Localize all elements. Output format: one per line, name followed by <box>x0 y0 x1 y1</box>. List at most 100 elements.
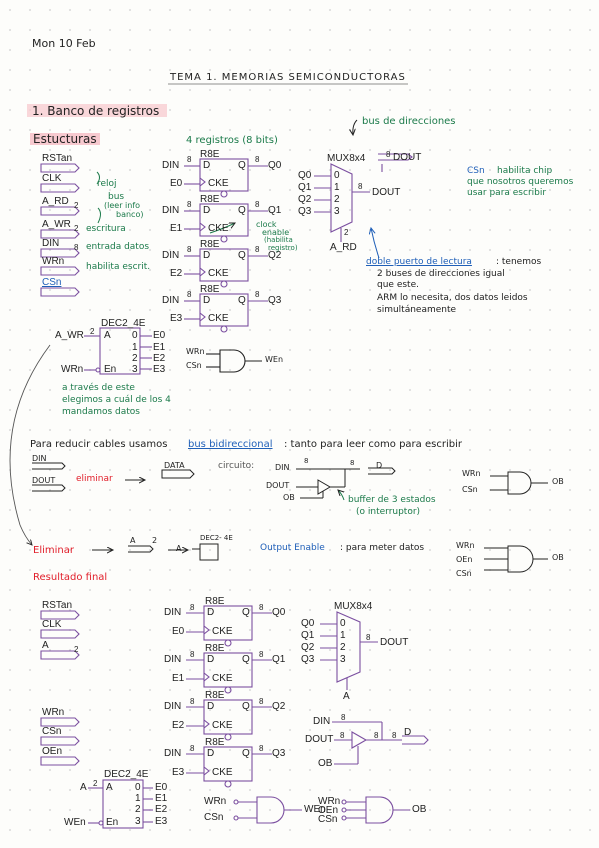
dec-out1: E1 <box>153 342 166 353</box>
freg0-name: R8E <box>205 596 225 607</box>
buffer-note-1: buffer de 3 estados <box>348 495 436 505</box>
note-enable3: registro) <box>268 244 298 252</box>
fdec-out3: E3 <box>155 816 168 827</box>
gates-final <box>233 796 410 824</box>
read-port-label: doble puerto de lectura <box>366 257 472 267</box>
freg1-q: Q <box>242 654 250 665</box>
reg1-out: Q1 <box>268 205 282 216</box>
fg1-in2: CSn <box>204 812 224 823</box>
width-a-wr: 2 <box>74 224 79 233</box>
reg0-cke: CKE <box>208 178 229 189</box>
fmux-w-out: 8 <box>366 633 371 642</box>
fbuf-dout: DOUT <box>305 734 334 745</box>
mux-dout-top: DOUT <box>393 152 422 163</box>
signal-a-wr: A_WR <box>42 219 71 230</box>
decoder-final <box>88 779 153 829</box>
dec-note-3: mandamos datos <box>62 407 140 417</box>
reg1-name: R8E <box>200 194 220 205</box>
fmux-dout: DOUT <box>380 637 409 648</box>
reg0-name: R8E <box>200 149 220 160</box>
reg0-w-out: 8 <box>255 155 260 164</box>
eliminar-label: Eliminar <box>33 545 74 556</box>
fbuf-ob: OB <box>318 758 333 769</box>
note-enable2: (habilita <box>264 236 293 244</box>
note-habilita: habilita escrit. <box>86 262 151 272</box>
mux-port1: 1 <box>334 182 340 193</box>
dec-w: 2 <box>90 327 95 336</box>
bus-c-din: DIN <box>275 463 290 472</box>
fbuf-w3: 8 <box>374 731 379 740</box>
bus-din: DIN <box>32 454 47 463</box>
reg2-din: DIN <box>162 250 180 261</box>
final-wrn: WRn <box>42 707 65 718</box>
freg3-din: DIN <box>164 748 182 759</box>
dec-en-port: En <box>104 364 117 375</box>
estructuras-heading: Estucturas <box>30 133 100 145</box>
width-din: 8 <box>74 243 79 252</box>
mux-w-out: 8 <box>358 182 363 191</box>
bus-c-w2: 8 <box>350 459 355 467</box>
fbuf-w2: 8 <box>340 731 345 740</box>
fmux-sel: A <box>343 691 350 702</box>
oe-text: : para meter datos <box>340 543 425 553</box>
fdec-port0: 0 <box>135 782 141 793</box>
signal-wrn: WRn <box>42 256 65 267</box>
final-a-w: 2 <box>74 645 79 654</box>
freg3-en: E3 <box>172 767 185 778</box>
reg3-d: D <box>203 295 211 306</box>
fg1-in1: WRn <box>204 796 227 807</box>
bus-text-1: Para reducir cables usamos <box>30 439 168 450</box>
freg1-out: Q1 <box>272 654 286 665</box>
freg3-d: D <box>207 748 215 759</box>
fg2-out: OB <box>412 804 427 815</box>
reg0-out: Q0 <box>268 160 282 171</box>
buffer-note-2: (o interruptor) <box>356 507 421 517</box>
fdec-a-port: A <box>106 782 113 793</box>
freg0-din: DIN <box>164 607 182 618</box>
mux-port3: 3 <box>334 206 340 217</box>
signal-din: DIN <box>42 238 60 249</box>
freg0-en: E0 <box>172 626 185 637</box>
register-bank-top <box>184 158 268 333</box>
freg3-w-in: 8 <box>190 744 195 753</box>
final-heading: Resultado final <box>33 572 108 583</box>
reg2-w-out: 8 <box>255 245 260 254</box>
fg2-in2: OEn <box>318 805 339 816</box>
freg1-w-in: 8 <box>190 650 195 659</box>
fbuf-w1: 8 <box>341 713 346 722</box>
reg3-cke: CKE <box>208 313 229 324</box>
reg1-q: Q <box>238 205 246 216</box>
reg0-w-in: 8 <box>187 155 192 164</box>
fdec-out2: E2 <box>155 804 168 815</box>
freg0-w-out: 8 <box>259 603 264 612</box>
dec-note-1: a través de este <box>62 383 135 393</box>
mux-in1: Q1 <box>298 182 312 193</box>
bus-g-csn: CSn <box>462 485 478 494</box>
mux-in2: Q2 <box>298 194 312 205</box>
note-escritura: escritura <box>86 224 126 234</box>
fmux-in2: Q2 <box>301 642 315 653</box>
dec-port3: 3 <box>132 364 138 375</box>
dec-port0: 0 <box>132 330 138 341</box>
signal-a-rd: A_RD <box>42 196 69 207</box>
elim-g-ob: OB <box>552 553 564 562</box>
read-port-4: ARM lo necesita, dos datos leidos <box>377 293 528 303</box>
freg3-w-out: 8 <box>259 744 264 753</box>
freg2-name: R8E <box>205 690 225 701</box>
reg2-out: Q2 <box>268 250 282 261</box>
dec-out3: E3 <box>153 364 166 375</box>
bus-sketch <box>32 462 548 499</box>
reg0-d: D <box>203 160 211 171</box>
reg3-out: Q3 <box>268 295 282 306</box>
reg1-din: DIN <box>162 205 180 216</box>
reg1-w-out: 8 <box>255 200 260 209</box>
reg1-d: D <box>203 205 211 216</box>
note-bus: bus <box>108 192 125 202</box>
fdec-name: DEC2_4E <box>104 769 149 780</box>
note-entrada: entrada datos <box>86 242 150 252</box>
reg2-cke: CKE <box>208 268 229 279</box>
mux-sel-w: 2 <box>344 228 349 237</box>
bus-dout: DOUT <box>32 476 56 485</box>
fg1-out: WEn <box>304 804 326 815</box>
elim-w: 2 <box>152 536 158 545</box>
